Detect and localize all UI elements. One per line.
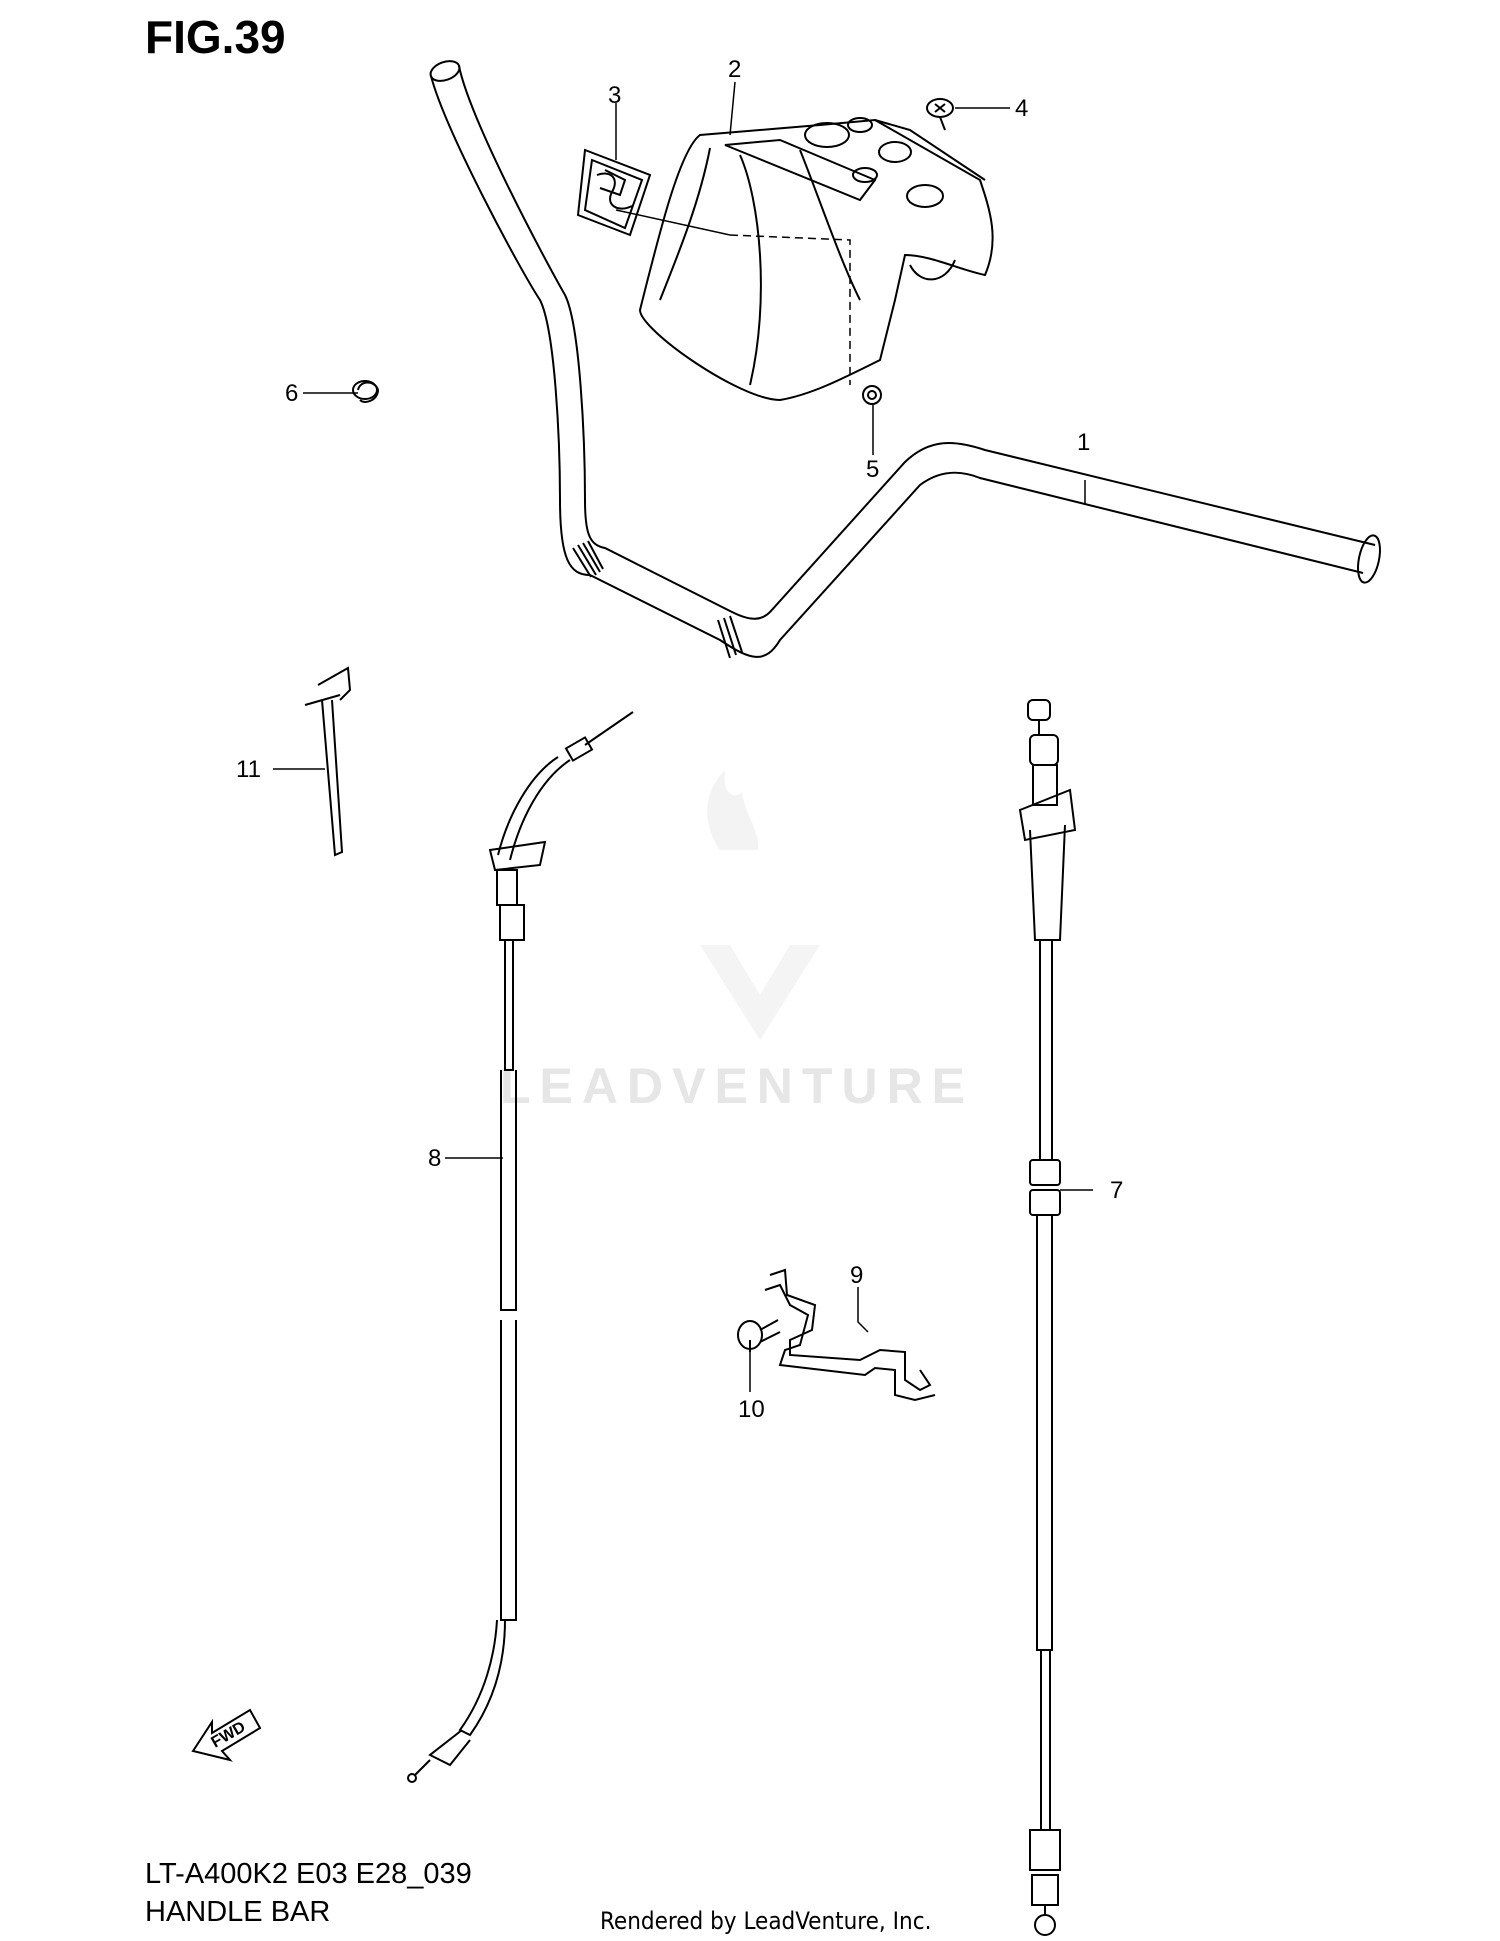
leader-lines bbox=[273, 81, 1093, 1392]
footer-figure-name: HANDLE BAR bbox=[145, 1896, 331, 1928]
cable-tie[interactable] bbox=[304, 666, 352, 857]
callout-6: 6 bbox=[285, 380, 298, 407]
screw[interactable] bbox=[926, 98, 954, 131]
callout-5: 5 bbox=[866, 456, 879, 483]
emblem[interactable] bbox=[576, 148, 652, 237]
bracket[interactable] bbox=[764, 1268, 936, 1402]
handle-bar[interactable] bbox=[428, 57, 1384, 659]
figure-title: FIG.39 bbox=[145, 11, 286, 63]
fwd-arrow-icon: FWD bbox=[191, 1708, 262, 1762]
callout-1: 1 bbox=[1077, 429, 1090, 456]
callout-labels: 1 2 3 4 5 6 7 8 9 10 11 bbox=[236, 56, 1123, 1423]
callout-7: 7 bbox=[1110, 1177, 1123, 1204]
callout-9: 9 bbox=[850, 1262, 863, 1289]
callout-10: 10 bbox=[738, 1396, 765, 1423]
cap[interactable] bbox=[352, 380, 380, 403]
cable-7[interactable] bbox=[1018, 699, 1077, 1936]
footer-rendered-by: Rendered by LeadVenture, Inc. bbox=[600, 1907, 932, 1935]
watermark-logo bbox=[700, 770, 820, 1040]
nut[interactable] bbox=[862, 385, 882, 405]
watermark-text: LEADVENTURE bbox=[500, 1058, 974, 1114]
handle-cover[interactable] bbox=[638, 117, 994, 402]
callout-4: 4 bbox=[1015, 95, 1028, 122]
assembly-dashed-line bbox=[729, 234, 851, 385]
footer-model-code: LT-A400K2 E03 E28_039 bbox=[145, 1858, 472, 1890]
bolt[interactable] bbox=[737, 1319, 781, 1352]
callout-8: 8 bbox=[428, 1145, 441, 1172]
callout-3: 3 bbox=[608, 82, 621, 109]
callout-2: 2 bbox=[728, 56, 741, 83]
cable-8[interactable] bbox=[407, 711, 634, 1783]
callout-11: 11 bbox=[236, 756, 261, 783]
